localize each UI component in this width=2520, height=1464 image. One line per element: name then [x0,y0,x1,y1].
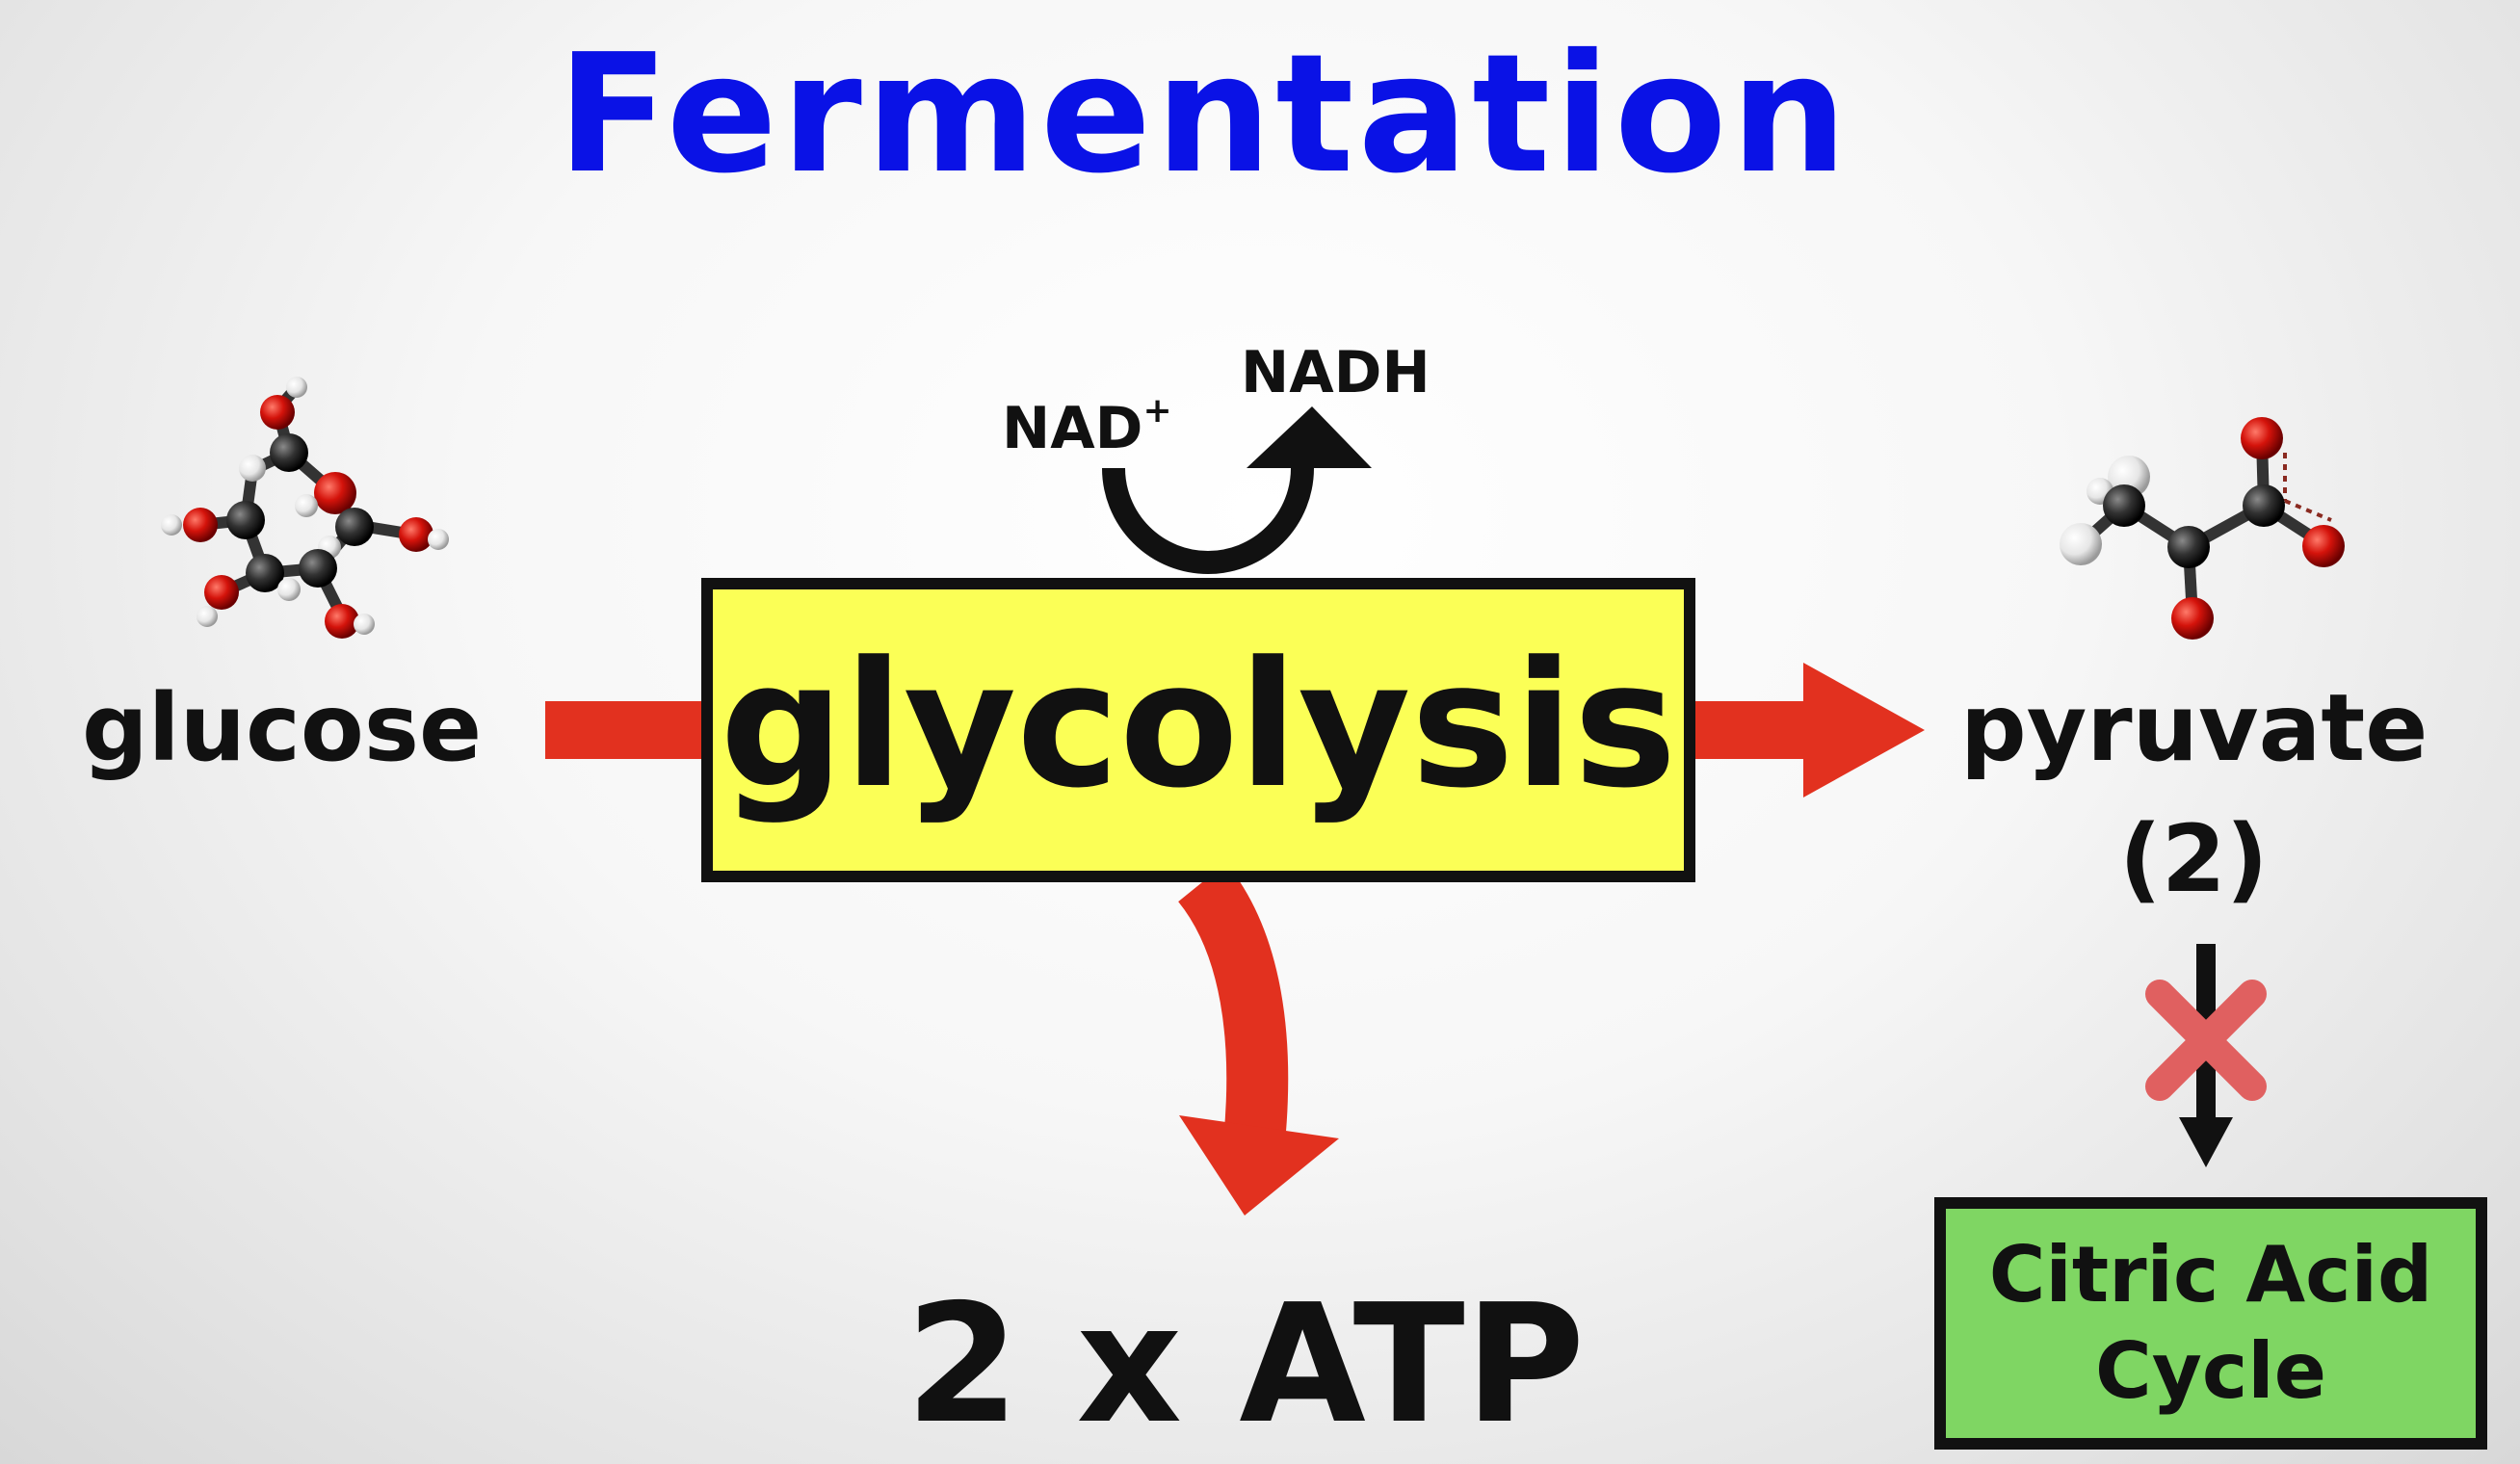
citric-acid-cycle-box: Citric Acid Cycle [1934,1197,2487,1450]
output-arrow [1693,663,1925,797]
glucose-molecule-icon [161,377,449,639]
pyruvate-count: (2) [2119,805,2269,913]
nad-charge: + [1142,391,1172,431]
cofactor-curved-arrow [1102,406,1372,574]
atp-curved-arrow [1177,862,1339,1216]
glucose-label: glucose [82,674,483,782]
nad-label: NAD+ [1002,391,1172,462]
atp-yield-label: 2 x ATP [906,1269,1586,1460]
pyruvate-label: pyruvate [1960,674,2428,782]
nadh-label: NADH [1241,339,1431,406]
input-arrow [545,701,709,759]
citric-acid-cycle-line2: Cycle [2095,1326,2326,1416]
page-title: Fermentation [557,19,1851,210]
citric-acid-cycle-line1: Citric Acid [1988,1230,2433,1320]
blocked-x-icon [2145,980,2267,1101]
pyruvate-molecule-icon [2060,417,2345,640]
nad-base: NAD [1002,395,1143,462]
glycolysis-box: glycolysis [701,578,1695,882]
glycolysis-label: glycolysis [720,624,1677,826]
